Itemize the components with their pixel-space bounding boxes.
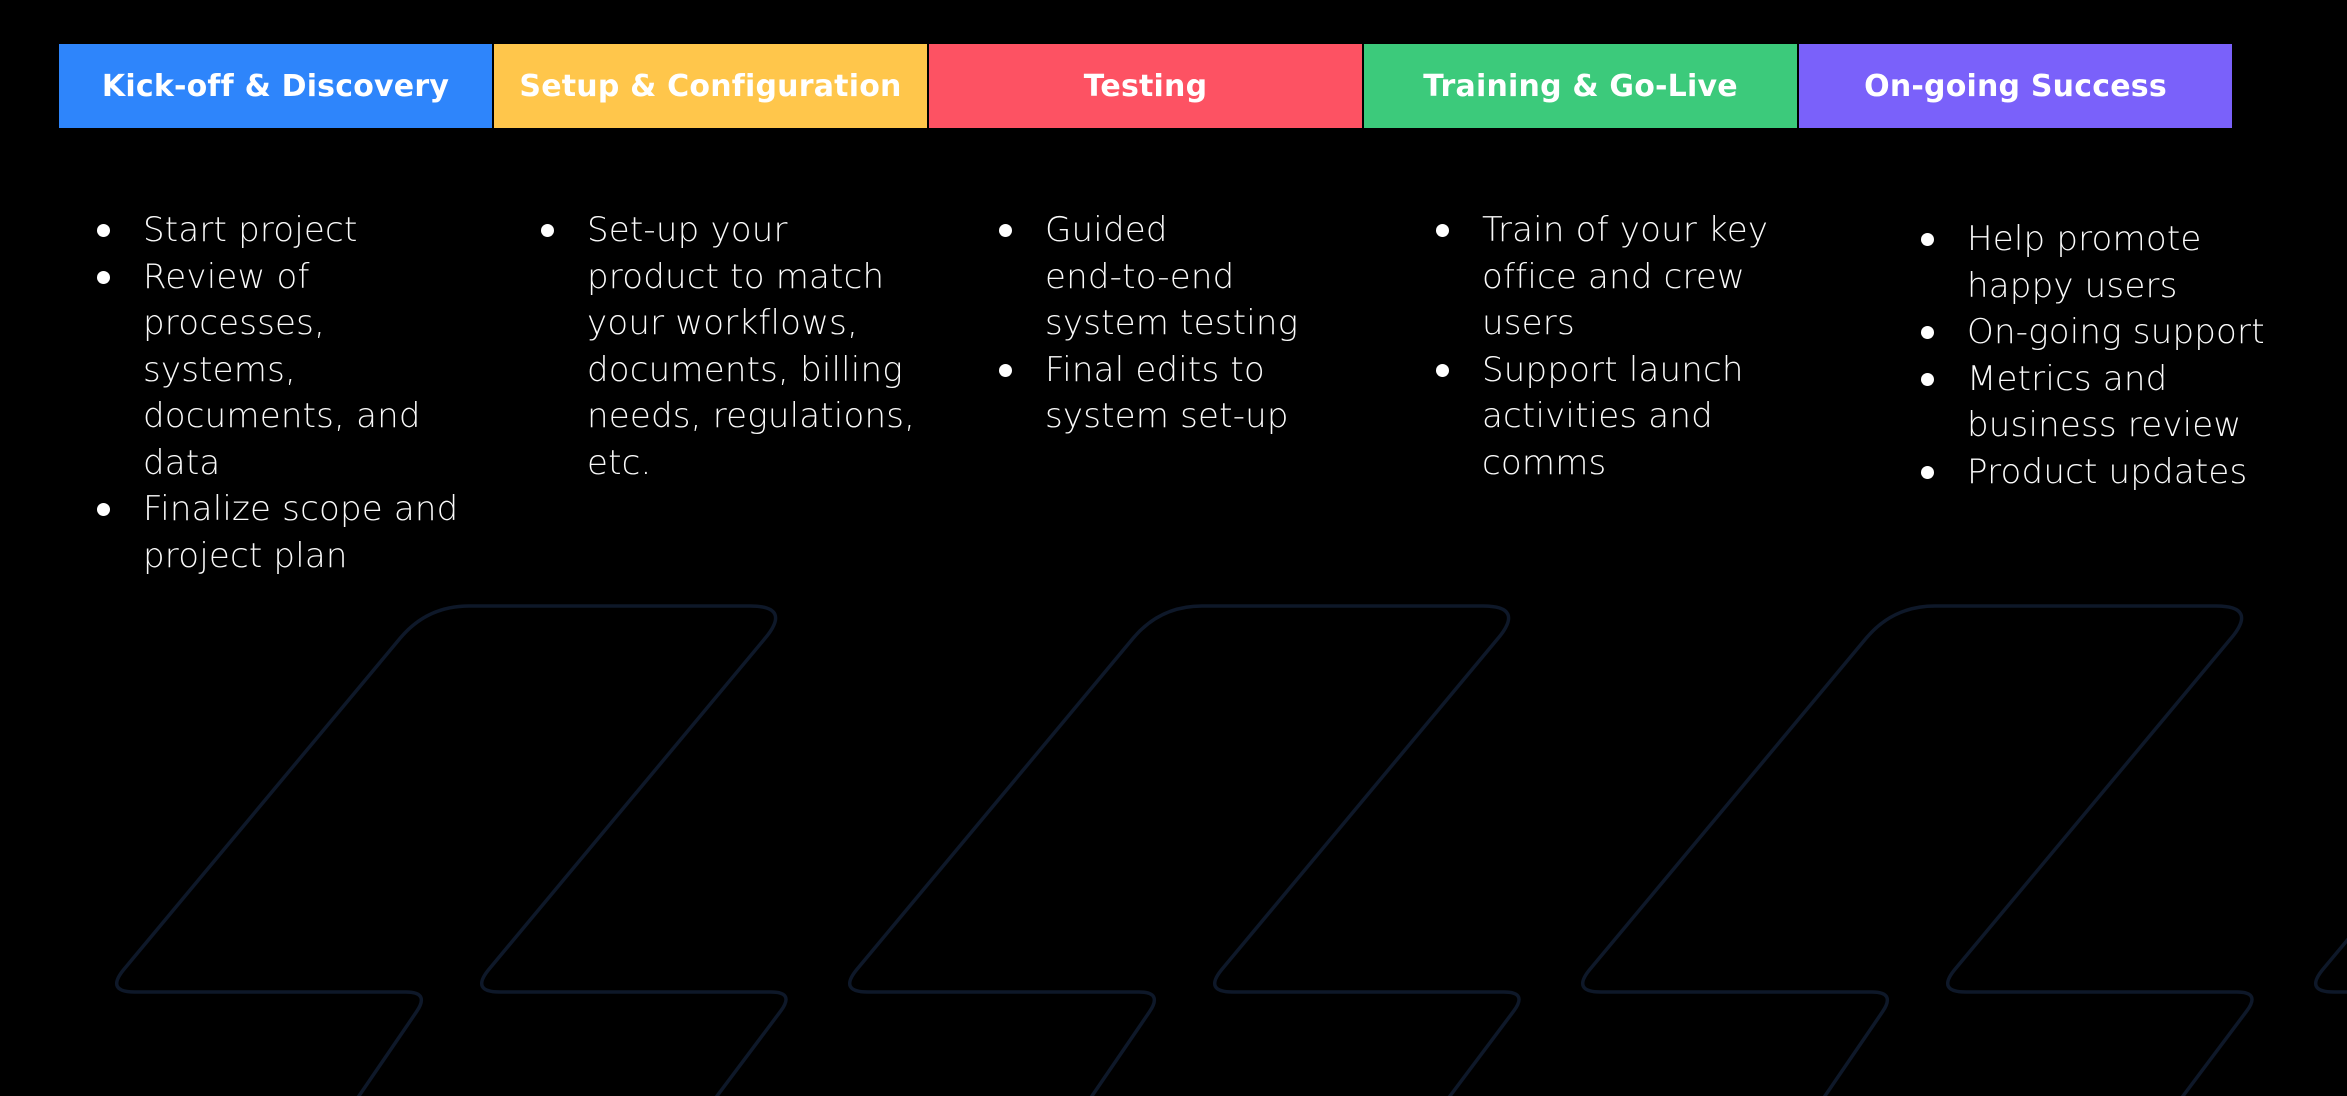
bullet-icon [1921,326,1934,339]
bullet-icon [1921,372,1934,386]
bullet-item: Metrics and business review [1921,356,2347,449]
bullet-icon [97,270,110,284]
bullet-item: Support launch activities and comms [1436,347,1876,487]
bullet-text: Guided end-to-end system testing [1045,210,1299,343]
bullet-text: Product updates [1967,451,2248,492]
bullet-item: Start project [97,207,537,254]
bullet-item: Product updates [1921,449,2347,496]
phase-header-testing: Testing [929,44,1362,128]
bullet-item: Finalize scope and project plan [97,486,537,579]
phase-header-ongoing-success: On-going Success [1799,44,2232,128]
bullet-text: Set-up your product to match your workfl… [587,210,916,483]
bullet-text: Metrics and business review [1967,358,2242,446]
zigzag-ribbon-outline [114,604,788,1096]
bullet-text: Review of processes, systems, documents,… [143,256,421,483]
bullet-text: Train of your key office and crew users [1482,210,1769,343]
phase-header-kickoff-discovery: Kick-off & Discovery [59,44,492,128]
bullet-text: Final edits to system set-up [1045,349,1289,437]
bullet-icon [97,224,110,237]
bullet-icon [999,224,1012,237]
bullet-item: Review of processes, systems, documents,… [97,254,537,487]
bullet-text: On-going support [1967,312,2265,352]
bullet-icon [97,503,110,516]
phase-column-setup-configuration: Set-up your product to match your workfl… [541,207,981,486]
bullet-text: Start project [143,210,358,250]
zigzag-ribbon-outline [847,604,1521,1096]
bullet-icon [1921,233,1934,246]
bullet-item: Train of your key office and crew users [1436,207,1876,347]
phase-header-setup-configuration: Setup & Configuration [494,44,927,128]
bullet-item: Final edits to system set-up [999,347,1439,440]
bullet-item: On-going support [1921,309,2347,356]
bullet-text: Finalize scope and project plan [143,489,459,576]
zigzag-ribbon-outline [1580,604,2254,1096]
bullet-text: Help promote happy users [1967,219,2202,306]
bullet-icon [541,224,554,237]
bullet-item: Help promote happy users [1921,216,2347,309]
bullet-text: Support launch activities and comms [1482,349,1744,483]
bullet-icon [1921,465,1934,479]
bullet-item: Set-up your product to match your workfl… [541,207,981,486]
bullet-item: Guided end-to-end system testing [999,207,1439,347]
phase-header-training-golive: Training & Go-Live [1364,44,1797,128]
bullet-icon [999,363,1012,377]
bullet-icon [1436,224,1449,237]
zigzag-ribbon-outline [2313,937,2347,994]
bullet-icon [1436,363,1449,377]
